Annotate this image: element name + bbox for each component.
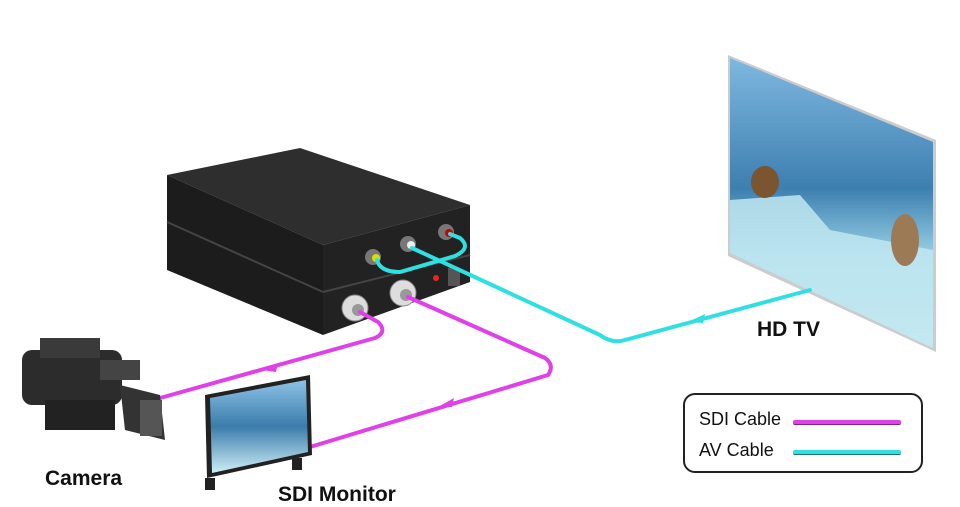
legend-swatch-av bbox=[793, 450, 901, 455]
direction-arrow bbox=[688, 314, 705, 323]
sdi-monitor-label: SDI Monitor bbox=[278, 483, 396, 506]
legend-label: AV Cable bbox=[699, 440, 774, 460]
sdi-cable-monitor bbox=[308, 295, 553, 449]
camera bbox=[22, 338, 165, 440]
power-led bbox=[433, 275, 439, 281]
power-switch bbox=[448, 268, 460, 286]
squirrel-image bbox=[891, 214, 919, 266]
hd-tv-label: HD TV bbox=[757, 318, 820, 341]
acorn-image bbox=[751, 166, 779, 198]
sdi-cable-camera bbox=[158, 310, 385, 400]
direction-arrow bbox=[438, 398, 454, 407]
legend-label: SDI Cable bbox=[699, 409, 782, 429]
legend: SDI Cable AV Cable bbox=[683, 393, 923, 473]
legend-item-av: AV Cable bbox=[699, 440, 774, 461]
legend-swatch-sdi bbox=[793, 420, 901, 425]
camera-label: Camera bbox=[45, 467, 123, 490]
hd-tv bbox=[728, 55, 936, 352]
converter-box bbox=[166, 148, 471, 335]
direction-arrow bbox=[262, 363, 278, 372]
av-cable bbox=[375, 232, 812, 344]
sdi-monitor bbox=[205, 375, 312, 490]
legend-item-sdi: SDI Cable bbox=[699, 409, 781, 430]
